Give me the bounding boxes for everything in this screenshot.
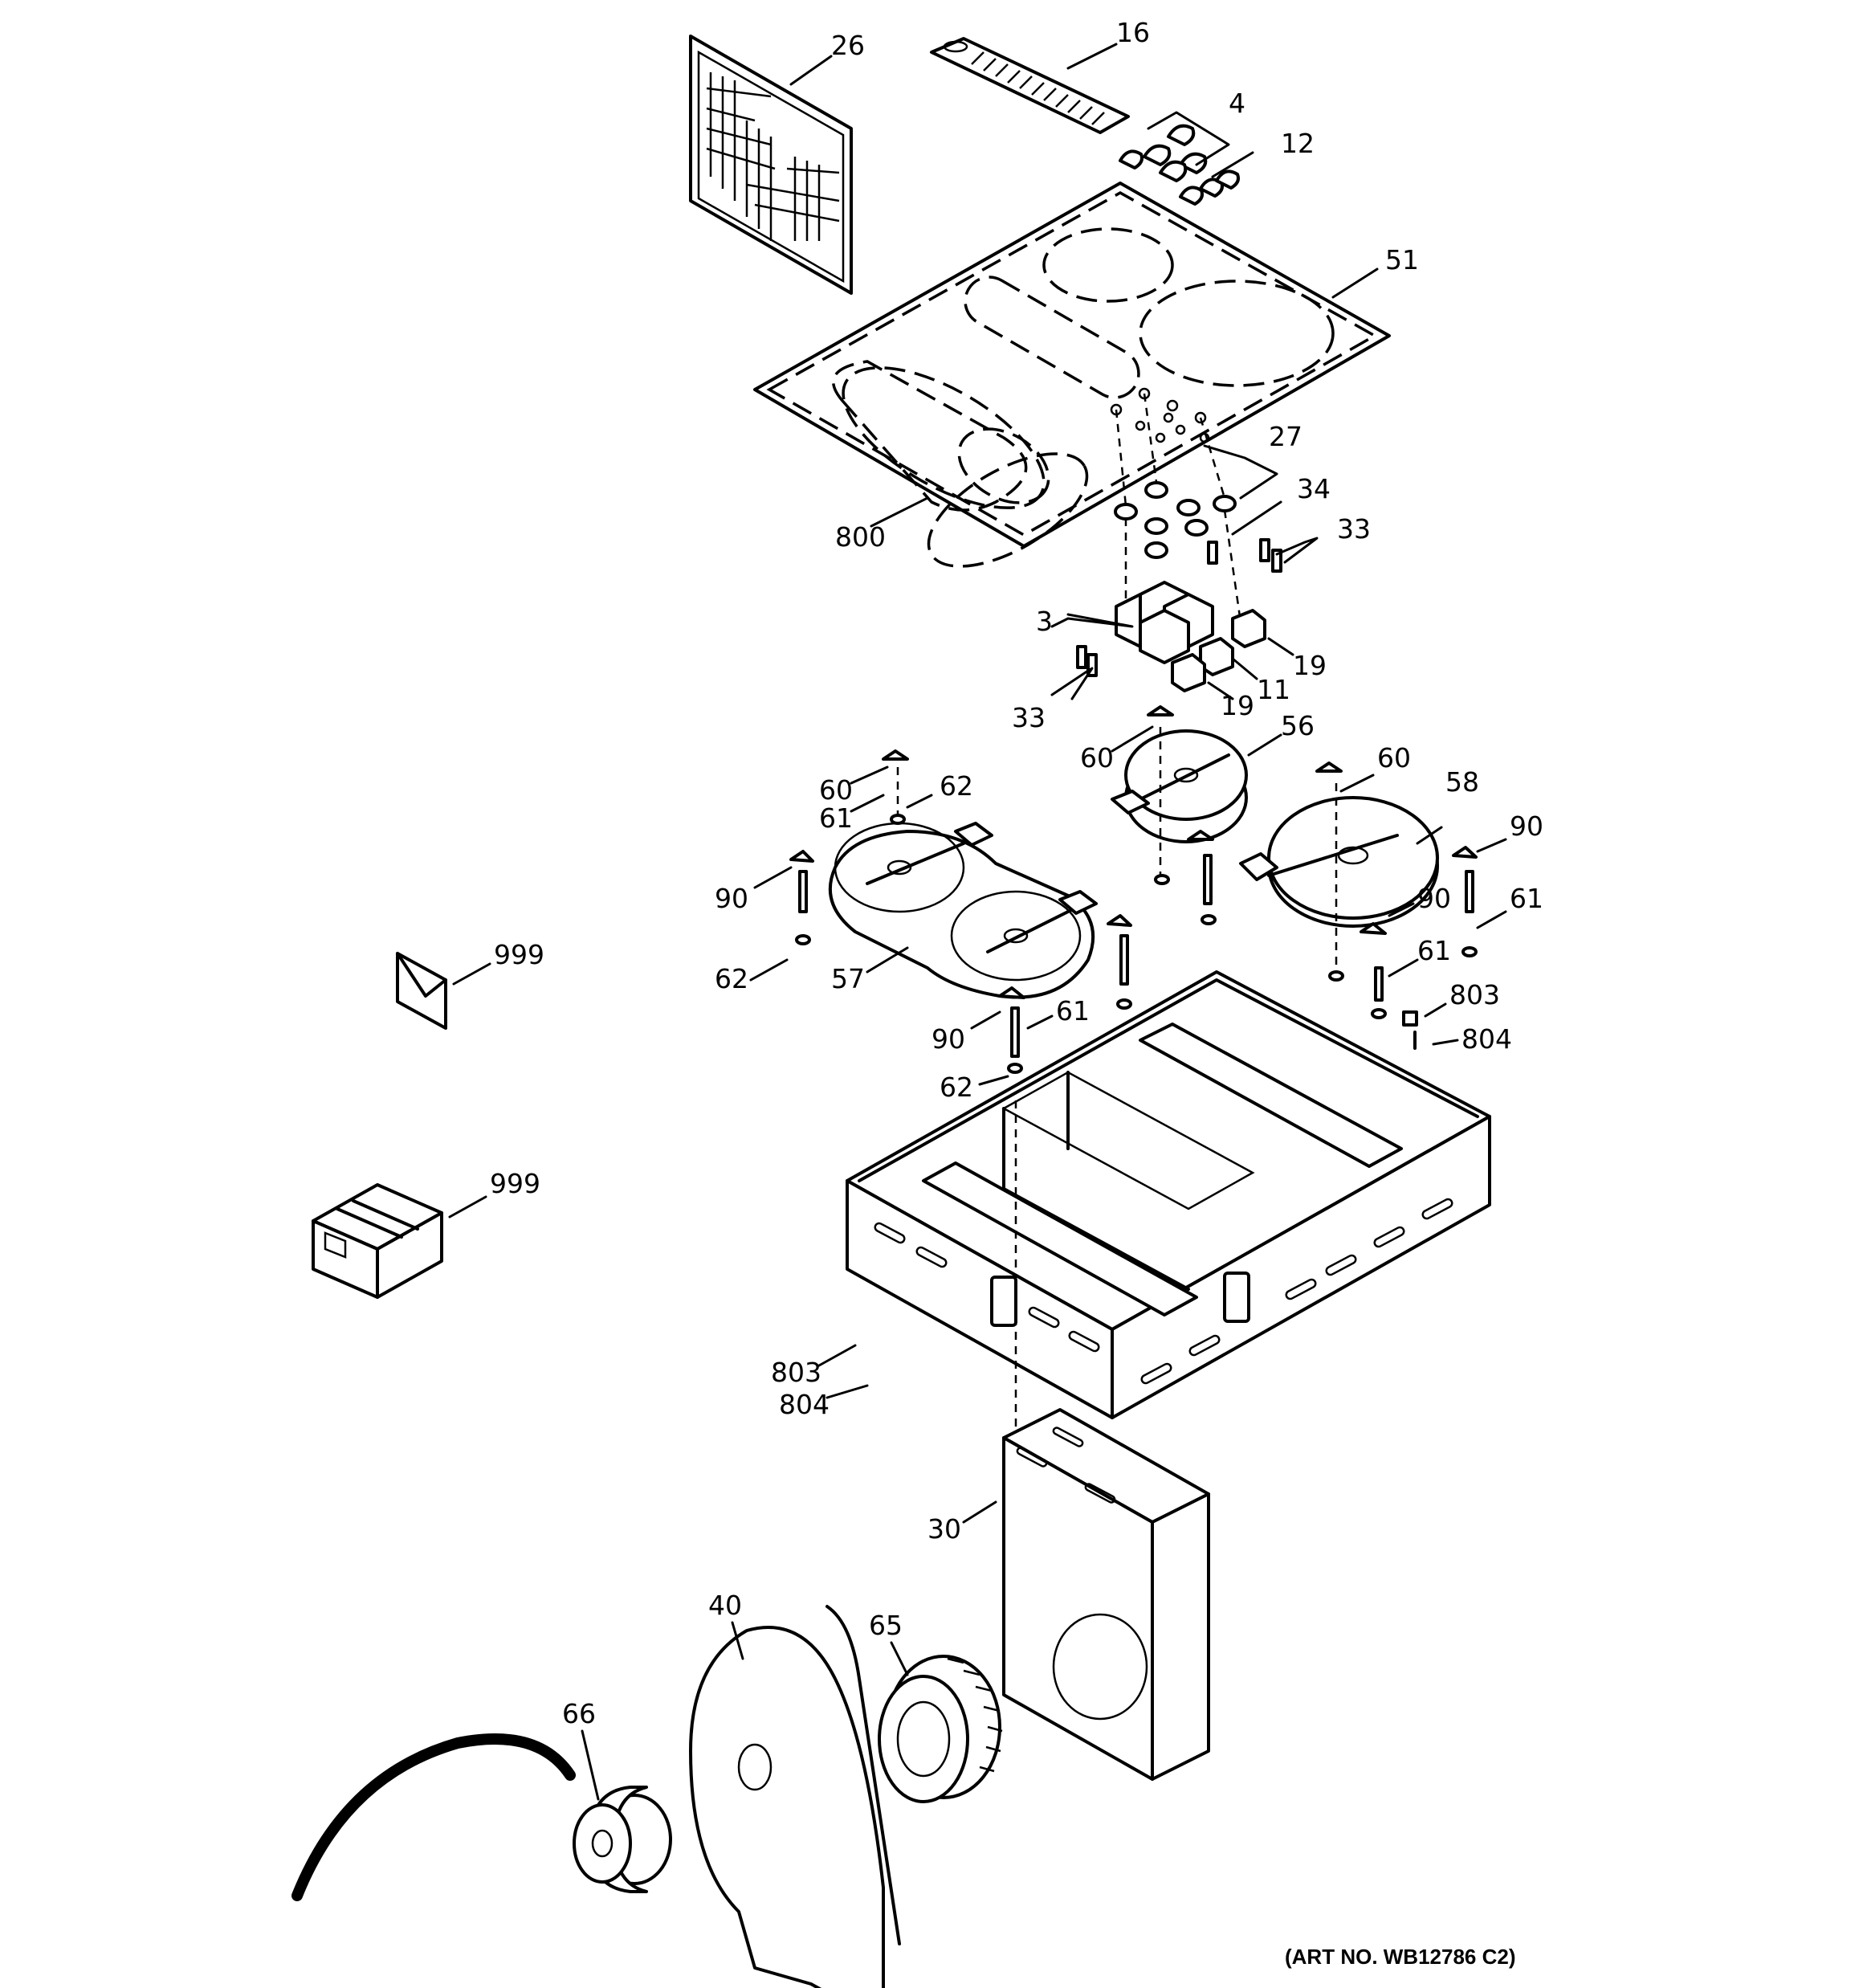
- callout-804-left: 804: [779, 1389, 830, 1420]
- callout-60-left: 60: [819, 774, 853, 806]
- part-30-duct-housing: [1002, 1408, 1210, 1781]
- callout-61-right: 61: [1510, 883, 1543, 914]
- callout-61-top: 61: [819, 802, 853, 834]
- callout-51: 51: [1385, 244, 1419, 276]
- callout-999-carton: 999: [490, 1168, 540, 1199]
- leader-lines: [448, 43, 1507, 1801]
- callout-999-envelope: 999: [494, 939, 544, 970]
- callout-62-left: 62: [715, 963, 748, 994]
- part-56-round-element: [1111, 705, 1248, 885]
- callout-90-left: 90: [715, 883, 748, 914]
- part-57-bridge-element: [828, 749, 1098, 999]
- parts-4-12-knobs: [1119, 124, 1240, 206]
- part-999-envelope: [396, 952, 447, 1030]
- callout-11: 11: [1257, 674, 1290, 705]
- callout-27: 27: [1269, 421, 1302, 452]
- art-number: (ART NO. WB12786 C2): [1285, 1945, 1516, 1969]
- parts-3-19-11-switches: [1115, 581, 1266, 692]
- callout-60-right: 60: [1377, 742, 1411, 774]
- callout-60-middle: 60: [1080, 742, 1114, 774]
- part-65-blower-wheel: [878, 1655, 1003, 1803]
- callout-19-right: 19: [1293, 650, 1327, 681]
- callout-804-right: 804: [1461, 1023, 1512, 1055]
- callout-26: 26: [831, 30, 865, 61]
- part-999-carton: [312, 1183, 443, 1299]
- callout-34: 34: [1297, 473, 1331, 504]
- callout-16: 16: [1116, 17, 1150, 48]
- callout-56: 56: [1281, 710, 1315, 741]
- callout-40: 40: [708, 1590, 742, 1621]
- callout-33-bottom: 33: [1012, 702, 1046, 733]
- part-58-large-element: [1187, 761, 1439, 982]
- callout-30: 30: [927, 1513, 961, 1545]
- callout-800: 800: [835, 521, 886, 553]
- callout-19-left: 19: [1221, 690, 1254, 721]
- callout-66: 66: [562, 1698, 596, 1729]
- chassis-box: [846, 970, 1491, 1446]
- callout-803-right: 803: [1449, 979, 1500, 1010]
- part-66-motor: [291, 1733, 672, 1901]
- callout-61-center: 61: [1417, 935, 1451, 966]
- part-51-cooktop-glass: [753, 182, 1391, 568]
- callout-61-bottom: 61: [1056, 995, 1090, 1027]
- callout-3: 3: [1036, 606, 1053, 637]
- callout-90-center: 90: [1417, 883, 1451, 914]
- callout-33-top: 33: [1337, 513, 1371, 545]
- callout-62-top: 62: [940, 770, 973, 802]
- callout-labels: 26 16 4 12 51 27 34 33 800 3 19 11 19 33…: [490, 17, 1543, 1729]
- callout-90-bottom: 90: [932, 1023, 965, 1055]
- callout-4: 4: [1229, 88, 1245, 119]
- part-26-grille-panel: [689, 35, 853, 295]
- parts-27-34-grommets: [1076, 393, 1282, 677]
- callout-803-left: 803: [771, 1357, 821, 1388]
- callout-12: 12: [1281, 128, 1315, 159]
- callout-90-right: 90: [1510, 810, 1543, 842]
- part-16-grate: [930, 37, 1130, 134]
- callout-57: 57: [831, 963, 865, 994]
- callout-65: 65: [869, 1610, 903, 1641]
- callout-62-bottom: 62: [940, 1072, 973, 1103]
- parts-90-61-62-hardware: [789, 846, 1478, 1074]
- callout-58: 58: [1445, 766, 1479, 798]
- part-40-blower-housing: [689, 1605, 901, 1988]
